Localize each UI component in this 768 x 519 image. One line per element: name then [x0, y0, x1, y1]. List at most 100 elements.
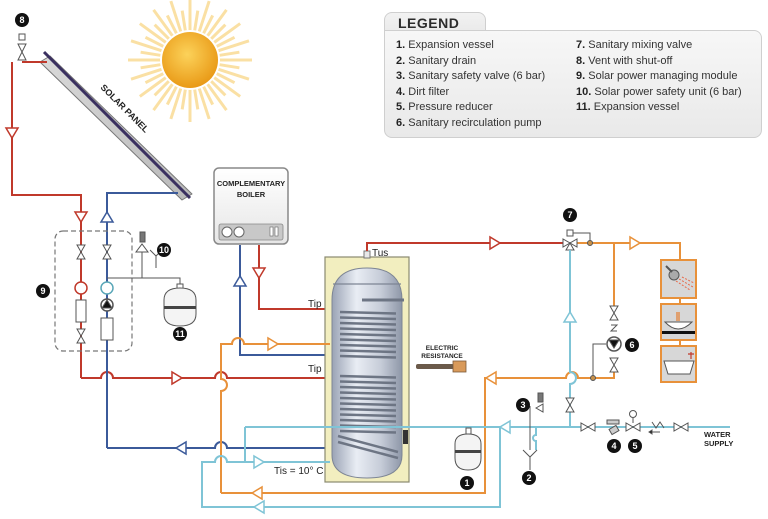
legend-body	[384, 30, 762, 138]
coil-turn	[339, 316, 397, 321]
tip-upper-label: Tip	[308, 299, 322, 310]
sun-ray	[193, 89, 200, 110]
sun-ray	[153, 80, 170, 97]
legend-title: LEGEND	[398, 15, 460, 31]
badge-4: 4	[607, 439, 621, 453]
badge-2: 2	[522, 471, 536, 485]
sun-ray	[216, 72, 236, 85]
sun-ray	[140, 63, 161, 70]
flow-arrow	[251, 267, 267, 280]
legend-item: 10. Solar power safety unit (6 bar)	[576, 85, 742, 98]
sun-ray	[138, 76, 167, 98]
legend-item: 3. Sanitary safety valve (6 bar)	[396, 70, 546, 83]
sun-ray	[152, 8, 174, 37]
legend-column-right: 7. Sanitary mixing valve 8. Vent with sh…	[576, 38, 742, 116]
tus-label: Tus	[372, 248, 388, 259]
badge-5: 5	[628, 439, 642, 453]
flow-arrow	[99, 210, 115, 223]
sun-ray	[140, 50, 161, 57]
badge-1: 1	[460, 476, 474, 490]
electric-resistance-line1: ELECTRIC	[426, 345, 459, 352]
sun-ray	[202, 14, 215, 34]
water-supply-line1: WATER	[704, 430, 731, 439]
legend-item: 7. Sanitary mixing valve	[576, 39, 693, 51]
sanitary-hot-supply-pipe	[366, 242, 563, 251]
sun-ray	[216, 35, 236, 48]
sun-ray	[219, 63, 240, 70]
legend-column-left: 1. Expansion vessel 2. Sanitary drain 3.…	[396, 38, 545, 132]
legend-item: 4. Dirt filter	[396, 85, 450, 98]
tip-lower-label: Tip	[308, 364, 322, 375]
coil-turn	[339, 429, 397, 434]
solar-safety-unit	[107, 231, 181, 288]
sun-ray	[165, 14, 178, 34]
coil-turn	[339, 385, 397, 390]
sun-ray	[180, 89, 187, 110]
water-supply-line2: SUPPLY	[704, 439, 733, 448]
coil-turn	[339, 407, 397, 412]
flow-arrow	[73, 211, 89, 224]
legend-item: 5. Pressure reducer	[396, 101, 493, 114]
badge-8: 8	[15, 13, 29, 27]
sun-ray	[144, 72, 164, 85]
solar-module-components	[74, 244, 114, 344]
sun-ray	[144, 35, 164, 48]
legend-item: 9. Solar power managing module	[576, 70, 738, 83]
sun-ray	[206, 8, 228, 37]
sun-ray	[169, 0, 183, 32]
coil-turn	[339, 349, 397, 354]
flow-arrow	[174, 440, 187, 456]
boiler-label-line1: COMPLEMENTARY	[217, 179, 285, 188]
coil-turn	[339, 396, 397, 401]
shower-fixture	[660, 259, 697, 299]
coil-turn	[339, 343, 397, 348]
solar-panel	[39, 50, 193, 201]
recirculation-pump	[590, 305, 622, 381]
sun-ray	[180, 10, 187, 31]
coil-turn	[339, 332, 397, 337]
sanitary-drain	[522, 449, 538, 470]
sun-ray	[138, 22, 167, 44]
flow-arrow	[253, 454, 266, 470]
sun-ray	[193, 10, 200, 31]
flow-arrow	[232, 274, 248, 287]
coil-turn	[339, 310, 397, 315]
flow-arrow	[489, 235, 502, 251]
sun-ray	[206, 83, 228, 112]
legend-item: 8. Vent with shut-off	[576, 54, 673, 67]
legend-item: 6. Sanitary recirculation pump	[396, 116, 542, 129]
expansion-vessel-11	[163, 283, 197, 327]
flow-arrow	[498, 419, 511, 435]
sun-ray	[218, 67, 250, 81]
boiler-label-line2: BOILER	[237, 190, 266, 199]
badge-10: 10	[157, 243, 171, 257]
flow-arrow	[4, 127, 20, 140]
coil-turn	[339, 354, 397, 359]
sun-ray	[153, 23, 170, 40]
coil-turn	[339, 413, 397, 418]
bathtub-fixture	[660, 345, 697, 383]
sanitary-safety-valve	[529, 392, 544, 450]
flow-arrow	[629, 235, 642, 251]
sun-ray	[152, 83, 174, 112]
flow-arrow	[484, 370, 497, 386]
electric-resistance	[416, 360, 467, 373]
coil-turn	[339, 380, 397, 385]
coil-turn	[339, 321, 397, 326]
tis-label: Tis = 10° C	[274, 466, 323, 477]
flow-arrow	[171, 370, 184, 386]
badge-7: 7	[563, 208, 577, 222]
expansion-vessel-1	[454, 427, 482, 471]
legend: LEGEND 1. Expansion vessel 2. Sanitary d…	[384, 12, 762, 138]
legend-item: 1. Expansion vessel	[396, 39, 494, 51]
coil-turn	[339, 391, 397, 396]
sun-ray	[213, 22, 242, 44]
solar-module-box	[54, 230, 133, 352]
vent-with-shutoff	[17, 33, 27, 61]
coil-turn	[339, 327, 397, 332]
cold-inlet-fittings	[565, 397, 689, 436]
coil-turn	[339, 374, 397, 379]
sun-ray	[197, 0, 211, 32]
sun-ray	[213, 76, 242, 98]
